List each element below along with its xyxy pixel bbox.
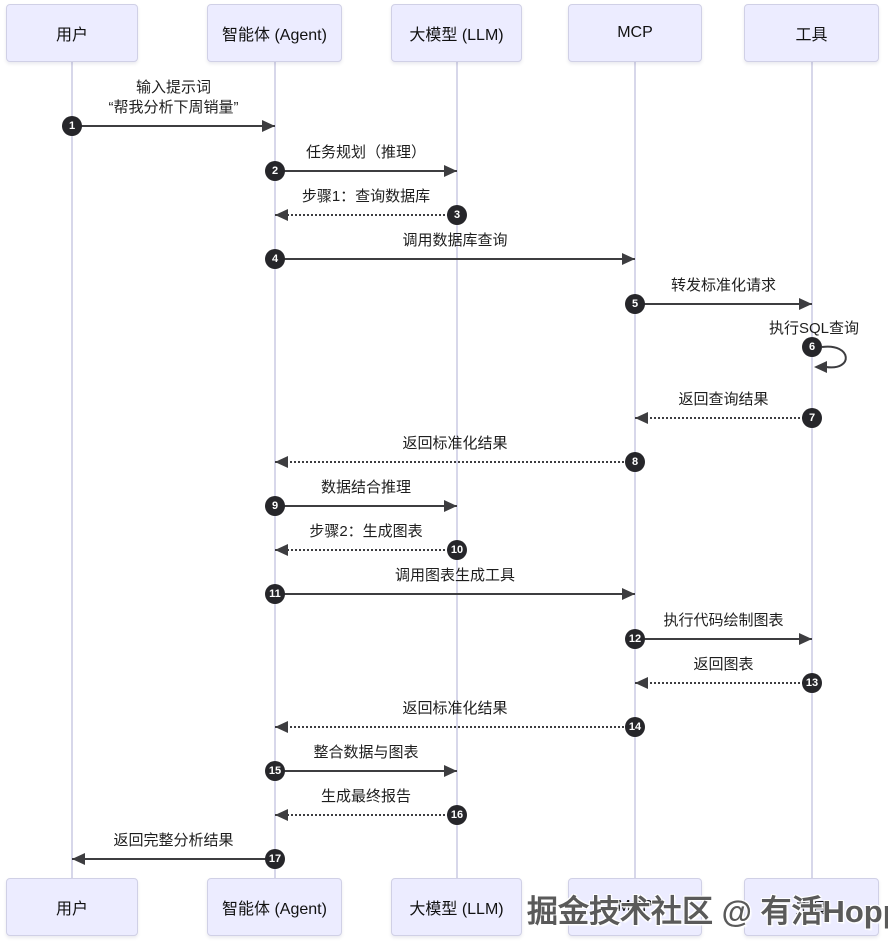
actor-bottom-user: 用户	[6, 878, 138, 936]
message-number: 10	[447, 540, 467, 560]
message-number: 4	[265, 249, 285, 269]
message-number: 7	[802, 408, 822, 428]
lifeline-tool	[811, 62, 813, 878]
message-line	[635, 682, 812, 684]
message-label: 生成最终报告	[320, 788, 412, 805]
message-number: 11	[265, 584, 285, 604]
arrowhead-icon	[262, 120, 275, 132]
message-number: 2	[265, 161, 285, 181]
message-line	[275, 214, 457, 216]
message-label: 执行SQL查询	[768, 320, 860, 337]
message-line	[275, 770, 457, 772]
arrowhead-icon	[275, 456, 288, 468]
message-number: 13	[802, 673, 822, 693]
message-number: 9	[265, 496, 285, 516]
message-line	[275, 549, 457, 551]
lifeline-llm	[456, 62, 458, 878]
message-number: 16	[447, 805, 467, 825]
message-number: 6	[802, 337, 822, 357]
message-number: 1	[62, 116, 82, 136]
message-label: 返回图表	[693, 656, 754, 673]
message-line	[275, 593, 635, 595]
actor-top-tool: 工具	[744, 4, 879, 62]
message-label: 执行代码绘制图表	[663, 612, 784, 629]
message-number: 8	[625, 452, 645, 472]
message-number: 17	[265, 849, 285, 869]
lifeline-agent	[274, 62, 276, 878]
message-number: 14	[625, 717, 645, 737]
arrowhead-icon	[799, 633, 812, 645]
lifeline-user	[71, 62, 73, 878]
arrowhead-icon	[635, 677, 648, 689]
message-label: 任务规划（推理）	[305, 144, 427, 161]
arrowhead-icon	[275, 544, 288, 556]
actor-top-agent: 智能体 (Agent)	[207, 4, 342, 62]
message-label: 返回标准化结果	[402, 435, 508, 452]
message-label: 返回查询结果	[678, 391, 769, 408]
message-label: 步骤2：生成图表	[309, 523, 423, 540]
message-number: 3	[447, 205, 467, 225]
message-line	[72, 125, 275, 127]
message-line	[635, 638, 812, 640]
message-line	[275, 170, 457, 172]
message-label: 调用数据库查询	[402, 232, 508, 249]
arrowhead-icon	[444, 500, 457, 512]
message-line	[635, 303, 812, 305]
message-line	[275, 258, 635, 260]
message-line	[635, 417, 812, 419]
arrowhead-icon	[275, 721, 288, 733]
arrowhead-icon	[275, 809, 288, 821]
arrowhead-icon	[622, 253, 635, 265]
message-label: 调用图表生成工具	[394, 567, 516, 584]
message-label: 整合数据与图表	[313, 744, 419, 761]
actor-bottom-tool: 工具	[744, 878, 879, 936]
actor-bottom-mcp: MCP	[568, 878, 702, 936]
arrowhead-icon	[444, 165, 457, 177]
actor-top-mcp: MCP	[568, 4, 702, 62]
message-label: 转发标准化请求	[670, 277, 777, 294]
arrowhead-icon	[444, 765, 457, 777]
self-loop-arrow	[814, 345, 847, 373]
actor-top-user: 用户	[6, 4, 138, 62]
actor-bottom-agent: 智能体 (Agent)	[207, 878, 342, 936]
message-line	[275, 461, 635, 463]
message-label: 返回标准化结果	[402, 700, 508, 717]
message-label: 数据结合推理	[320, 479, 412, 496]
message-label: 步骤1：查询数据库	[301, 188, 431, 205]
arrowhead-icon	[72, 853, 85, 865]
arrowhead-icon	[622, 588, 635, 600]
arrowhead-icon	[799, 298, 812, 310]
message-label: 输入提示词“帮我分析下周销量”	[108, 79, 239, 116]
message-line	[275, 726, 635, 728]
message-number: 15	[265, 761, 285, 781]
message-number: 12	[625, 629, 645, 649]
actor-bottom-llm: 大模型 (LLM)	[391, 878, 522, 936]
message-line	[72, 858, 275, 860]
arrowhead-icon	[635, 412, 648, 424]
message-line	[275, 505, 457, 507]
actor-top-llm: 大模型 (LLM)	[391, 4, 522, 62]
message-number: 5	[625, 294, 645, 314]
message-label: 返回完整分析结果	[113, 832, 234, 849]
watermark: 掘金技术社区 @ 有活Hopped	[527, 894, 888, 929]
message-line	[275, 814, 457, 816]
arrowhead-icon	[275, 209, 288, 221]
